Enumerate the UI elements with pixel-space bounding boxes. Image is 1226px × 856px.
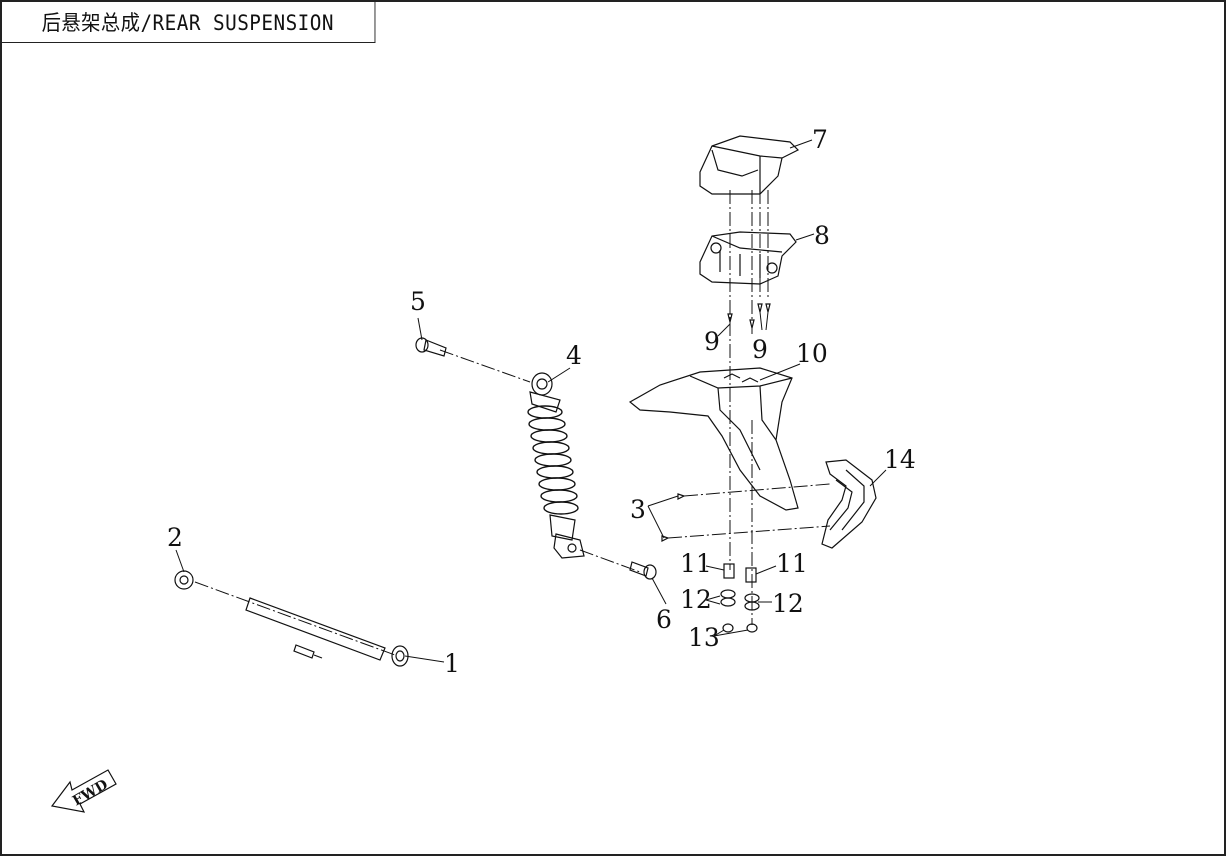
callout-12-left: 12 [680, 585, 712, 614]
upper-bolt [415, 337, 447, 357]
callout-11-right: 11 [776, 549, 808, 578]
callout-10: 10 [796, 339, 828, 368]
callout-11-left: 11 [680, 549, 712, 578]
axle-bolt [245, 597, 409, 667]
upper-cover [699, 135, 800, 195]
callout-9-left: 9 [704, 327, 720, 356]
screws-3 [661, 493, 686, 542]
callout-1: 1 [444, 649, 460, 678]
rear-panel [821, 459, 877, 549]
screws-9 [727, 303, 771, 329]
callout-8: 8 [814, 221, 830, 250]
callout-3: 3 [630, 495, 646, 524]
bracket [699, 231, 797, 285]
leader-lines [175, 139, 887, 663]
callout-2: 2 [167, 523, 183, 552]
lower-bolt [629, 561, 657, 580]
grommets-12 [720, 589, 760, 611]
callout-6: 6 [656, 605, 672, 634]
page-title: 后悬架总成/REAR SUSPENSION [1, 1, 376, 43]
nuts-13 [722, 623, 758, 633]
small-pin [293, 644, 323, 659]
bushings-11 [723, 563, 757, 583]
shock-absorber [527, 372, 585, 559]
rear-fender [628, 367, 799, 511]
callout-14: 14 [884, 445, 916, 474]
callout-7: 7 [812, 125, 828, 154]
fwd-arrow-icon [50, 769, 117, 813]
callout-4: 4 [566, 341, 582, 370]
callout-5: 5 [410, 287, 426, 316]
nut-part [174, 570, 194, 590]
callout-13: 13 [688, 623, 720, 652]
callout-9-right: 9 [752, 335, 768, 364]
callout-12-right: 12 [772, 589, 804, 618]
